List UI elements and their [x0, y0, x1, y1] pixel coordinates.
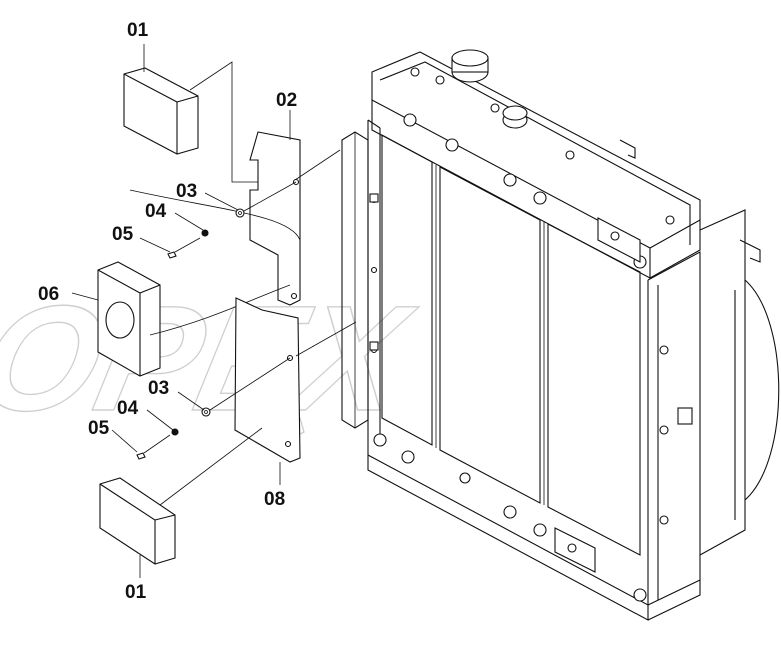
watermark-text: OPEX [0, 276, 426, 443]
leader-lines [71, 44, 291, 578]
callout-01-bottom: 01 [125, 582, 147, 603]
callout-02: 02 [276, 90, 297, 111]
callout-01-top: 01 [127, 20, 149, 41]
callout-05-bottom: 05 [88, 418, 110, 439]
callout-03-bottom: 03 [148, 378, 169, 399]
callout-05-top: 05 [112, 224, 134, 245]
part-01-top-block [123, 61, 260, 183]
fastener-set-lower [136, 357, 291, 460]
side-strip [341, 131, 369, 429]
part-06-block [97, 189, 301, 377]
part-01-bottom-block [99, 427, 263, 565]
radiator-assembly [367, 49, 780, 621]
fastener-set-upper [167, 181, 297, 259]
callout-04-bottom: 04 [117, 398, 139, 419]
callout-04-top: 04 [145, 201, 167, 222]
callout-03-top: 03 [176, 181, 197, 202]
callout-08: 08 [264, 489, 285, 510]
callout-labels: 01 02 03 04 05 06 03 04 05 08 01 [38, 20, 297, 603]
callout-06: 06 [38, 284, 59, 305]
watermark: OPEX [0, 275, 427, 444]
